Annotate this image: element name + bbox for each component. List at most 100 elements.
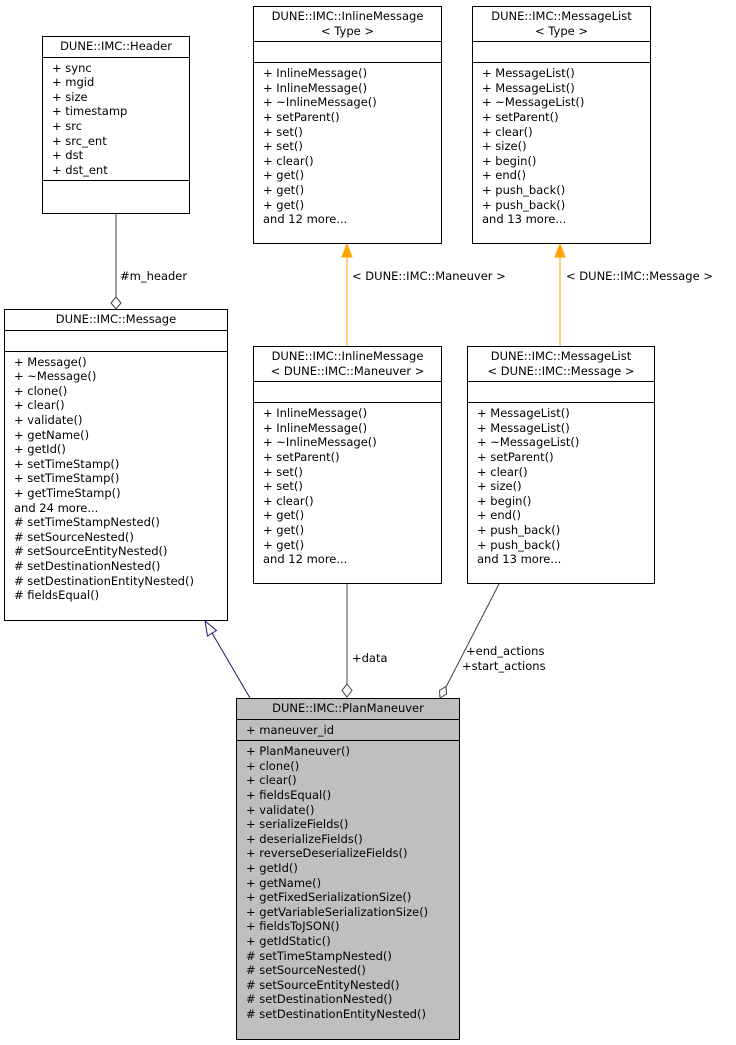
- method-item: # fieldsEqual(): [14, 588, 100, 603]
- class-title-line: DUNE::IMC::Message: [55, 312, 177, 326]
- method-item: + ~MessageList(): [477, 435, 580, 450]
- method-item: + getIdStatic(): [246, 933, 331, 948]
- class-message-list-type[interactable]: DUNE::IMC::MessageList< Type >+ MessageL…: [472, 6, 651, 244]
- class-title-line: < Type >: [321, 23, 374, 38]
- method-item: + setTimeStamp(): [14, 471, 120, 486]
- method-item: and 24 more...: [14, 500, 99, 515]
- methods-section: [43, 181, 189, 201]
- method-item: + Message(): [14, 354, 87, 369]
- class-inline-message-type[interactable]: DUNE::IMC::InlineMessage< Type >+ Inline…: [253, 6, 442, 244]
- method-item: + MessageList(): [482, 80, 575, 95]
- class-title-line: DUNE::IMC::InlineMessage: [271, 349, 424, 363]
- class-title: DUNE::IMC::InlineMessage< Type >: [254, 7, 441, 43]
- method-item: and 12 more...: [263, 552, 348, 567]
- method-item: + clear(): [263, 493, 314, 508]
- method-item: + set(): [263, 464, 303, 479]
- method-item: + getName(): [246, 875, 322, 890]
- method-item: + setTimeStamp(): [14, 456, 120, 471]
- class-title: DUNE::IMC::MessageList< DUNE::IMC::Messa…: [468, 347, 654, 383]
- method-item: + ~InlineMessage(): [263, 435, 377, 450]
- edge-list-template: [554, 242, 566, 346]
- method-item: + set(): [263, 479, 303, 494]
- attributes-section: [473, 42, 650, 64]
- method-item: + fieldsToJSON(): [246, 919, 340, 934]
- method-item: + getVariableSerializationSize(): [246, 904, 429, 919]
- class-header[interactable]: DUNE::IMC::Header+ sync+ mgid+ size+ tim…: [42, 36, 190, 214]
- method-item: + push_back(): [477, 522, 561, 537]
- method-item: + get(): [263, 197, 305, 212]
- class-title: DUNE::IMC::MessageList< Type >: [473, 7, 650, 43]
- method-item: + push_back(): [482, 197, 566, 212]
- edge-label-start-actions: +start_actions: [462, 659, 546, 673]
- method-item: + setParent(): [482, 109, 559, 124]
- method-item: + InlineMessage(): [263, 420, 368, 435]
- class-title-line: DUNE::IMC::InlineMessage: [271, 9, 424, 23]
- edge-header-message: [110, 213, 122, 310]
- edge-label-end-actions: +end_actions: [466, 644, 545, 658]
- class-title-line: < DUNE::IMC::Maneuver >: [270, 363, 425, 378]
- class-message[interactable]: DUNE::IMC::Message+ Message()+ ~Message(…: [4, 309, 228, 621]
- method-item: + ~Message(): [14, 369, 97, 384]
- method-item: + clone(): [14, 383, 68, 398]
- method-item: # setSourceEntityNested(): [14, 544, 168, 559]
- attributes-section: [254, 42, 441, 64]
- edge-inheritance: [204, 619, 251, 699]
- attribute-item: + size: [52, 89, 88, 104]
- method-item: + push_back(): [477, 537, 561, 552]
- method-item: + getId(): [14, 442, 66, 457]
- method-item: + size(): [477, 479, 522, 494]
- method-item: + MessageList(): [482, 66, 575, 81]
- methods-section: + Message()+ ~Message()+ clone()+ clear(…: [5, 352, 227, 606]
- edge-label-maneuver-binding: < DUNE::IMC::Maneuver >: [352, 269, 506, 283]
- method-item: + get(): [263, 182, 305, 197]
- edge-label-data: +data: [352, 651, 388, 665]
- method-item: + getName(): [14, 427, 90, 442]
- attributes-section: [5, 331, 227, 352]
- method-item: # setSourceNested(): [246, 963, 366, 978]
- method-item: + ~MessageList(): [482, 95, 585, 110]
- method-item: + get(): [263, 537, 305, 552]
- method-item: + InlineMessage(): [263, 66, 368, 81]
- method-item: + get(): [263, 168, 305, 183]
- method-item: # setDestinationNested(): [14, 558, 161, 573]
- method-item: + end(): [482, 168, 526, 183]
- edge-inline-template: [341, 242, 353, 346]
- method-item: + get(): [263, 522, 305, 537]
- class-message-list-message[interactable]: DUNE::IMC::MessageList< DUNE::IMC::Messa…: [467, 346, 655, 584]
- attribute-item: + mgid: [52, 75, 95, 90]
- method-item: + clear(): [263, 153, 314, 168]
- class-title: DUNE::IMC::Header: [43, 37, 189, 58]
- method-item: + fieldsEqual(): [246, 787, 332, 802]
- method-item: # setDestinationEntityNested(): [246, 1006, 426, 1021]
- method-item: + size(): [482, 139, 527, 154]
- method-item: # setTimeStampNested(): [246, 948, 392, 963]
- edge-actions: [438, 583, 500, 699]
- class-title-line: < DUNE::IMC::Message >: [487, 363, 635, 378]
- class-plan-maneuver[interactable]: DUNE::IMC::PlanManeuver+ maneuver_id+ Pl…: [236, 698, 460, 1040]
- method-item: + get(): [263, 508, 305, 523]
- method-item: + push_back(): [482, 182, 566, 197]
- edge-data: [341, 584, 353, 698]
- attribute-item: + dst: [52, 148, 84, 163]
- method-item: + clone(): [246, 758, 300, 773]
- method-item: + set(): [263, 139, 303, 154]
- method-item: + setParent(): [263, 449, 340, 464]
- edge-label-m-header: #m_header: [120, 269, 188, 283]
- attributes-section: + sync+ mgid+ size+ timestamp+ src+ src_…: [43, 58, 189, 182]
- attribute-item: + src_ent: [52, 133, 107, 148]
- method-item: + getTimeStamp(): [14, 485, 121, 500]
- attribute-item: + sync: [52, 60, 92, 75]
- class-inline-message-maneuver[interactable]: DUNE::IMC::InlineMessage< DUNE::IMC::Man…: [253, 346, 442, 584]
- method-item: and 13 more...: [477, 552, 562, 567]
- methods-section: + MessageList()+ MessageList()+ ~Message…: [473, 63, 650, 230]
- attribute-item: + timestamp: [52, 104, 128, 119]
- method-item: + reverseDeserializeFields(): [246, 846, 408, 861]
- methods-section: + InlineMessage()+ InlineMessage()+ ~Inl…: [254, 63, 441, 230]
- class-title: DUNE::IMC::Message: [5, 310, 227, 331]
- method-item: + validate(): [246, 802, 315, 817]
- method-item: + MessageList(): [477, 420, 570, 435]
- method-item: + begin(): [477, 493, 532, 508]
- method-item: + ~InlineMessage(): [263, 95, 377, 110]
- method-item: # setTimeStampNested(): [14, 515, 160, 530]
